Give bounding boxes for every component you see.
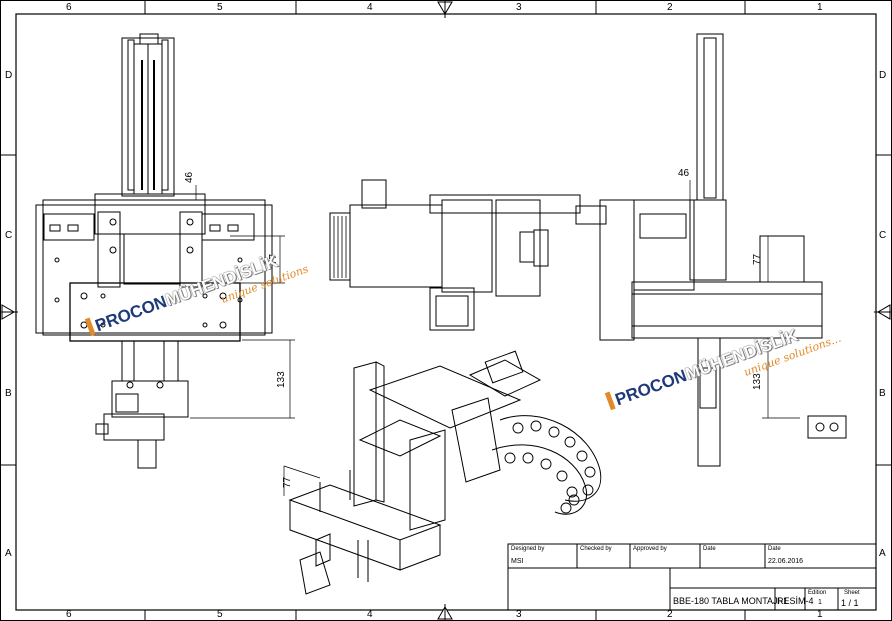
zone-col-3-bottom: 3 <box>516 609 522 620</box>
dim-iso-77: 77 <box>282 476 293 488</box>
date-label-2: Date <box>768 546 781 552</box>
zone-col-2-bottom: 2 <box>667 609 673 620</box>
zone-col-6-top: 6 <box>66 2 72 13</box>
zone-row-d-left: D <box>5 70 13 81</box>
dim-side-46: 46 <box>678 168 690 179</box>
zone-col-5-top: 5 <box>217 2 223 13</box>
designed-by-value: MSI <box>511 558 524 565</box>
zone-col-1-top: 1 <box>817 2 823 13</box>
zone-col-6-bottom: 6 <box>66 609 72 620</box>
zone-row-b-right: B <box>879 388 886 399</box>
zone-row-c-left: C <box>5 230 13 241</box>
side-dimensions <box>689 180 800 419</box>
zone-row-a-right: A <box>879 548 886 559</box>
zone-row-c-right: C <box>879 230 887 241</box>
sheet-value: 1 / 1 <box>841 598 859 608</box>
isometric-view <box>288 350 542 595</box>
edition-label: Edition <box>808 590 827 596</box>
zone-col-5-bottom: 5 <box>217 609 223 620</box>
edition-value: 1 <box>818 599 822 606</box>
designed-by-label: Designed by <box>511 546 545 552</box>
drawing-number: RESİM-4 <box>777 596 814 606</box>
zone-row-a-left: A <box>5 548 12 559</box>
drawing-title: BBE-180 TABLA MONTAJI-1 <box>673 596 789 606</box>
dim-side-77: 77 <box>752 253 763 265</box>
zone-col-2-top: 2 <box>667 2 673 13</box>
side-view-middle <box>329 179 607 331</box>
cable-chain <box>491 415 602 515</box>
title-block-frame <box>507 543 877 611</box>
zone-row-b-left: B <box>5 388 12 399</box>
iso-dimensions <box>283 465 321 496</box>
dim-front-133: 133 <box>276 371 287 388</box>
approved-by-label: Approved by <box>633 546 667 552</box>
date-value: 22.06.2016 <box>768 558 804 565</box>
date-label-1: Date <box>703 546 716 552</box>
front-view <box>35 33 273 469</box>
sheet-label: Sheet <box>844 590 860 596</box>
zone-col-1-bottom: 1 <box>817 609 823 620</box>
side-view-right <box>599 33 847 467</box>
dim-front-46: 46 <box>184 171 195 183</box>
front-dimensions <box>190 185 295 419</box>
zone-col-3-top: 3 <box>516 2 522 13</box>
checked-by-label: Checked by <box>580 546 612 552</box>
zone-col-4-top: 4 <box>367 2 373 13</box>
zone-col-4-bottom: 4 <box>367 609 373 620</box>
zone-row-d-right: D <box>879 70 887 81</box>
